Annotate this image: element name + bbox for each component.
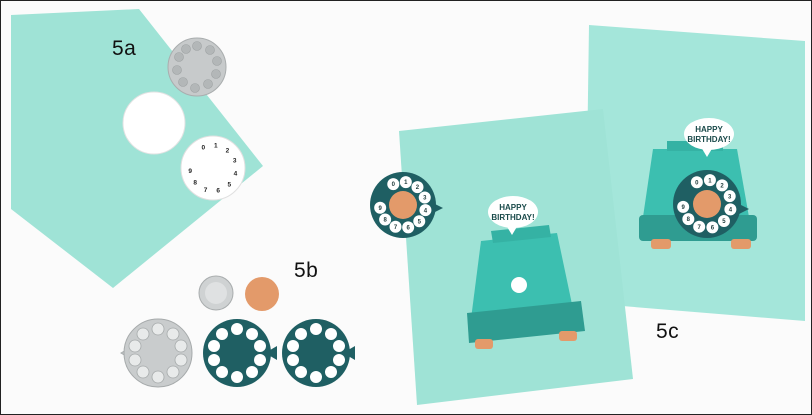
dial-number: 9	[682, 205, 686, 211]
dial-number: 4	[234, 170, 238, 177]
dial-number: 3	[423, 196, 427, 202]
dial-number: 2	[416, 185, 420, 191]
dial-number: 2	[226, 147, 230, 154]
dial-hole	[379, 213, 392, 226]
dial-hole	[418, 191, 431, 204]
card-back-bubble-line2: BIRTHDAY!	[687, 135, 730, 144]
dial-number: 3	[233, 158, 237, 165]
dial-number: 8	[383, 218, 387, 224]
dial-hole	[717, 214, 730, 227]
white-number-dial	[180, 135, 246, 201]
white-circle-cutout	[122, 91, 186, 155]
dial-hole	[723, 190, 736, 203]
dial-hole	[724, 203, 737, 216]
card-front-bubble-line2: BIRTHDAY!	[491, 213, 534, 222]
dial-number: 0	[392, 182, 396, 188]
teal-dial-piece-1	[203, 319, 277, 387]
dial-number: 3	[728, 194, 732, 200]
dial-hole	[399, 176, 412, 189]
dial-hole	[413, 215, 426, 228]
silver-dial-die	[167, 37, 227, 97]
dial-number: 2	[720, 183, 724, 189]
dial-number: 6	[711, 225, 715, 231]
dial-hole	[389, 220, 402, 233]
dial-number: 5	[722, 219, 726, 225]
dial-number: 4	[424, 208, 428, 214]
dial-hole	[402, 221, 415, 234]
dial-hole	[693, 220, 706, 233]
silver-small-circle	[198, 275, 234, 311]
dial-hole	[682, 213, 695, 226]
dial-number: 7	[698, 225, 702, 231]
dial-hole	[411, 181, 424, 194]
card-back-bubble-line1: HAPPY	[695, 125, 723, 134]
dial-hole	[419, 204, 432, 217]
step-label-5a: 5a	[112, 37, 137, 60]
dial-number: 6	[216, 188, 220, 195]
copper-small-circle	[245, 277, 279, 311]
finished-card-front	[399, 109, 633, 405]
dial-number: 1	[708, 178, 712, 184]
silver-dial-with-tab	[119, 318, 193, 388]
card-front-bubble-line1: HAPPY	[499, 203, 527, 212]
dial-number: 8	[687, 217, 691, 223]
dial-number: 6	[407, 225, 411, 231]
teal-dial-piece-2	[282, 319, 355, 387]
dial-hole	[706, 221, 719, 234]
dial-hole	[374, 201, 387, 214]
dial-number: 1	[214, 142, 218, 149]
dial-hole	[387, 178, 400, 191]
dial-hole	[690, 176, 703, 189]
dial-number: 1	[404, 180, 408, 186]
dial-number: 0	[695, 180, 699, 186]
dial-number: 5	[418, 219, 422, 225]
dial-number: 9	[378, 206, 382, 212]
step-label-5b: 5b	[294, 259, 319, 282]
dial-number: 5	[227, 181, 231, 188]
dial-number: 9	[188, 168, 192, 175]
dial-hole	[716, 179, 729, 192]
dial-hole	[677, 200, 690, 213]
dial-number: 8	[193, 180, 197, 187]
dial-hole	[703, 174, 716, 187]
step-label-5c: 5c	[656, 320, 680, 343]
dial-number: 7	[204, 187, 208, 194]
dial-number: 7	[394, 225, 398, 231]
dial-number: 0	[201, 144, 205, 151]
dial-number: 4	[729, 207, 733, 213]
